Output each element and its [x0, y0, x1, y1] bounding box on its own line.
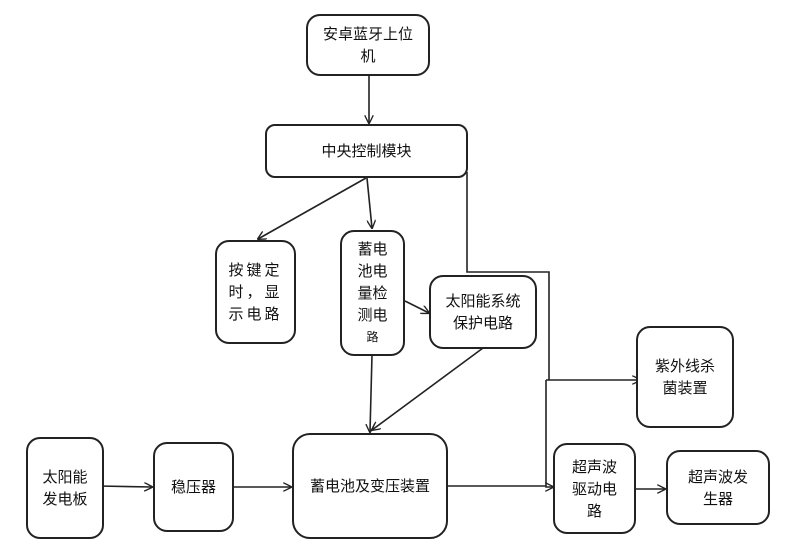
- node-battery-inverter: 蓄电池及变压装置: [292, 433, 448, 539]
- node-battery-level-detect: 蓄电 池电 量检 测电 路: [340, 230, 405, 356]
- edge-bus-to-ultrasonic-driver: [546, 380, 553, 487]
- node-voltage-regulator: 稳压器: [153, 442, 234, 532]
- edge-central-to-battery-detect: [366, 177, 372, 228]
- node-solar-panel: 太阳能 发电板: [26, 437, 104, 539]
- edge-central-to-outputs: [466, 172, 550, 380]
- node-keypad-timer-display: 按键定 时，显 示电路: [215, 240, 296, 344]
- node-label-tail: 路: [366, 330, 379, 344]
- node-ultrasonic-driver: 超声波 驱动电 路: [553, 443, 636, 534]
- edge-detect-to-battery: [370, 354, 372, 432]
- node-solar-protection: 太阳能系统 保护电路: [429, 275, 537, 349]
- node-label: 超声波 驱动电 路: [571, 457, 617, 520]
- node-label: 太阳能系统 保护电路: [445, 292, 521, 332]
- node-central-control: 中央控制模块: [265, 124, 468, 178]
- edge-panel-to-regulator: [97, 486, 152, 487]
- edge-central-to-keypad: [258, 177, 367, 239]
- node-label: 太阳能 发电板: [42, 468, 88, 508]
- node-uv-sterilizer: 紫外线杀 菌装置: [636, 326, 734, 428]
- node-label: 稳压器: [170, 478, 216, 496]
- node-label: 中央控制模块: [321, 142, 412, 160]
- node-label: 蓄电池及变压装置: [309, 477, 430, 495]
- node-android-app: 安卓蓝牙上位 机: [306, 14, 430, 76]
- node-label: 蓄电 池电 量检 测电: [357, 240, 388, 324]
- edge-protection-to-battery: [372, 347, 484, 430]
- edge-detect-to-protection: [404, 300, 429, 313]
- node-label: 超声波发 生器: [687, 467, 748, 508]
- node-label: 安卓蓝牙上位 机: [322, 25, 413, 65]
- node-ultrasonic-generator: 超声波发 生器: [666, 450, 770, 525]
- node-label: 按键定 时，显 示电路: [228, 261, 283, 323]
- node-label: 紫外线杀 菌装置: [654, 357, 715, 397]
